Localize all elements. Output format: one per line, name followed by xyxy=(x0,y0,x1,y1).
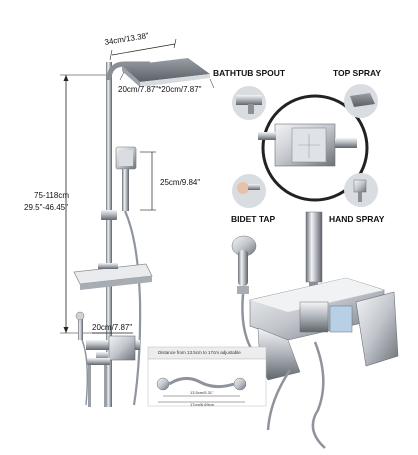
riser-pipe xyxy=(106,62,112,407)
connector-dim-top: 13.5cm/5.31" xyxy=(190,390,214,395)
mixer-closeup xyxy=(231,211,399,449)
rain-shower-head xyxy=(119,58,215,89)
hand-spray-caption: HAND SPRAY xyxy=(329,214,385,224)
head-width-dimension xyxy=(109,38,177,61)
height-dimension xyxy=(60,74,108,334)
height-label-cm: 75-118cm xyxy=(34,191,69,200)
tap-length-label: 20cm/7.87" xyxy=(92,323,133,332)
hand-spray-holder xyxy=(101,210,117,220)
top-spray-caption: TOP SPRAY xyxy=(333,68,382,78)
hand-shower-hose xyxy=(123,210,142,406)
bidet-sprayer-small xyxy=(75,311,89,406)
bidet-tap-caption: BIDET TAP xyxy=(231,214,276,224)
feature-callout-group xyxy=(232,84,378,208)
connector-note: Distance from 13.5cm to 17cm adjustable xyxy=(158,350,241,355)
hand-shower xyxy=(115,146,137,211)
hand-spray-spacing-label: 25cm/9.84" xyxy=(160,178,201,187)
connector-dim-bottom: 17cm/6.69cm xyxy=(190,402,215,407)
bidet-tap-thumb xyxy=(232,174,266,208)
mixer-valve xyxy=(86,335,140,365)
bath-shelf xyxy=(73,263,153,290)
bathtub-spout-caption: BATHTUB SPOUT xyxy=(213,68,286,78)
connector-inset xyxy=(147,346,267,407)
height-label-in: 29.5"-46.45" xyxy=(24,203,68,212)
hand-spray-dimension xyxy=(140,151,156,211)
shower-arm xyxy=(106,61,150,81)
head-depth-label: 20cm/7.87"*20cm/7.87" xyxy=(118,85,202,94)
